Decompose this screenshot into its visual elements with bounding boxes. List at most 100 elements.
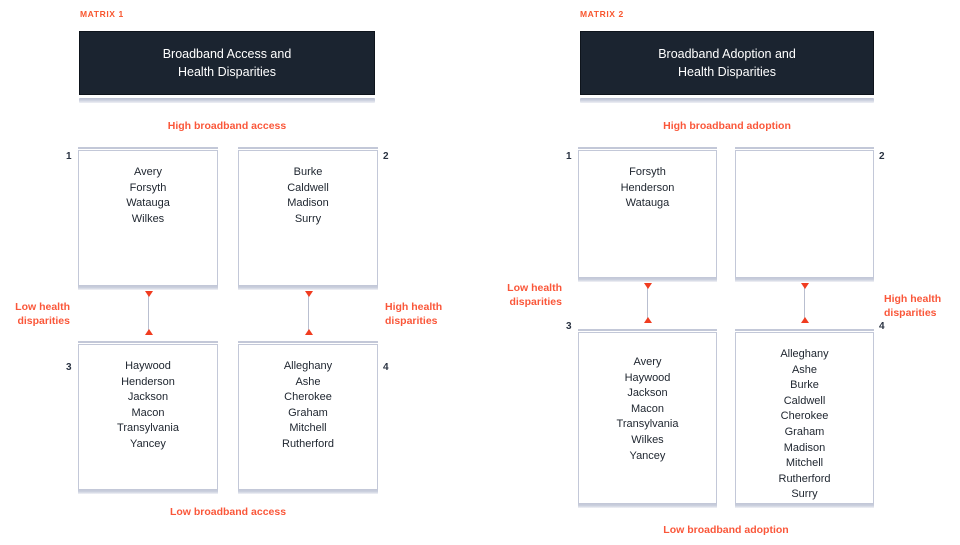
matrix-2-left-axis-line-1: Low health (507, 282, 562, 294)
matrix-1-quadrant-2-list: Burke Caldwell Madison Surry (287, 165, 329, 227)
list-item: Transylvania (117, 422, 179, 435)
matrix-1-quadrant-1[interactable]: Avery Forsyth Watauga Wilkes (78, 150, 218, 286)
list-item: Cherokee (780, 410, 829, 423)
matrix-2-right-axis-line-1: High health (884, 293, 942, 305)
matrix-1-quadrant-3-number: 3 (66, 362, 72, 373)
list-item: Jackson (627, 387, 668, 400)
matrix-2-quadrant-1-bottom-rule (578, 278, 717, 282)
matrix-1-right-axis-line-2: disparities (385, 315, 438, 328)
list-item: Cherokee (284, 391, 332, 404)
matrix-1-quadrant-3-bottom-rule (78, 490, 218, 494)
matrix-2-quadrant-4-number: 4 (879, 321, 885, 332)
matrix-1-quadrant-4-top-rule (238, 340, 378, 343)
matrix-1-left-axis-line-2: disparities (17, 315, 70, 328)
matrix-2-quadrant-2[interactable] (735, 150, 874, 278)
matrix-2-quadrant-1-list: Forsyth Henderson Watauga (621, 165, 675, 212)
matrix-1-quadrant-2[interactable]: Burke Caldwell Madison Surry (238, 150, 378, 286)
list-item: Mitchell (289, 422, 327, 435)
list-item: Avery (134, 166, 162, 178)
matrix-2-title-card: Broadband Adoption and Health Disparitie… (580, 31, 874, 95)
matrix-1-quadrant-1-top-rule (78, 146, 218, 149)
matrix-2-quadrant-2-bottom-rule (735, 278, 874, 282)
list-item: Surry (294, 212, 322, 225)
list-item: Graham (784, 426, 825, 439)
matrix-1-right-axis-line-1: High health (385, 301, 443, 313)
matrix-1-bottom-axis-label: Low broadband access (169, 506, 287, 518)
matrix-2-quadrant-1[interactable]: Forsyth Henderson Watauga (578, 150, 717, 278)
matrix-2-eyebrow: MATRIX 2 (580, 9, 624, 19)
list-item: Macon (630, 402, 664, 415)
matrix-1-quadrant-3-list: Haywood Henderson Jackson Macon Transylv… (117, 359, 179, 453)
matrix-2-quadrant-4-top-rule (735, 328, 874, 331)
list-item: Alleghany (780, 348, 829, 360)
matrix-1-eyebrow: MATRIX 1 (80, 9, 124, 19)
list-item: Haywood (125, 360, 171, 372)
matrix-2-connector-left (643, 283, 652, 323)
list-item: Ashe (791, 363, 818, 376)
matrix-1-quadrant-3[interactable]: Haywood Henderson Jackson Macon Transylv… (78, 344, 218, 490)
list-item: Transylvania (616, 418, 679, 431)
matrix-1-top-axis-label: High broadband access (167, 120, 287, 132)
matrix-2-title-line-1: Broadband Adoption and (658, 46, 796, 61)
matrix-1-quadrant-3-top-rule (78, 340, 218, 343)
list-item: Macon (131, 406, 165, 419)
matrix-1-quadrant-1-list: Avery Forsyth Watauga Wilkes (126, 165, 170, 227)
matrix-1-title-line-2: Health Disparities (178, 65, 276, 79)
matrix-2-connector-right (800, 283, 809, 323)
matrix-2-right-axis-label: High health disparities (884, 292, 960, 320)
matrix-2-quadrant-3-number: 3 (566, 321, 572, 332)
matrix-2-left-axis-label: Low health disparities (490, 281, 562, 309)
list-item: Mitchell (785, 457, 824, 470)
matrix-2-quadrant-2-number: 2 (879, 151, 885, 162)
list-item: Ashe (295, 375, 321, 388)
matrix-1-quadrant-4-bottom-rule (238, 490, 378, 494)
matrix-2-top-axis-label: High broadband adoption (663, 120, 791, 132)
matrix-1-quadrant-4-list: Alleghany Ashe Cherokee Graham Mitchell … (282, 359, 334, 453)
matrix-1-title-card: Broadband Access and Health Disparities (79, 31, 375, 95)
list-item: Madison (287, 197, 329, 210)
list-item: Wilkes (131, 212, 165, 225)
matrix-1-quadrant-2-bottom-rule (238, 286, 378, 290)
matrix-2-right-axis-line-2: disparities (884, 307, 937, 320)
list-item: Jackson (127, 391, 169, 404)
list-item: Haywood (624, 371, 671, 384)
list-item: Watauga (625, 197, 670, 210)
matrix-2-quadrant-3-bottom-rule (578, 504, 717, 508)
matrix-2-quadrant-2-top-rule (735, 146, 874, 149)
list-item: Rutherford (282, 438, 334, 451)
matrix-2-quadrant-3-list: Avery Haywood Jackson Macon Transylvania… (617, 347, 679, 464)
matrix-1-connector-left (144, 291, 153, 335)
list-item: Henderson (121, 375, 175, 388)
list-item: Caldwell (783, 394, 826, 407)
list-item: Avery (633, 356, 662, 368)
list-item: Madison (783, 441, 826, 454)
matrix-1-left-axis-line-1: Low health (15, 301, 70, 313)
matrix-1-title-line-1: Broadband Access and (162, 46, 292, 61)
matrix-2-quadrant-3-top-rule (578, 328, 717, 331)
matrix-2-quadrant-4-list: Alleghany Ashe Burke Caldwell Cherokee G… (779, 347, 831, 503)
matrix-2-quadrant-3[interactable]: Avery Haywood Jackson Macon Transylvania… (578, 332, 717, 504)
matrix-1-connector-right (304, 291, 313, 335)
matrix-2-left-axis-line-2: disparities (509, 296, 562, 309)
list-item: Yancey (130, 438, 166, 451)
list-item: Caldwell (287, 181, 329, 194)
matrix-1-quadrant-4[interactable]: Alleghany Ashe Cherokee Graham Mitchell … (238, 344, 378, 490)
list-item: Burke (790, 379, 819, 392)
matrix-1-quadrant-2-number: 2 (383, 151, 389, 162)
list-item: Forsyth (629, 166, 666, 178)
list-item: Burke (293, 166, 323, 178)
matrix-2-bottom-axis-label: Low broadband adoption (663, 524, 789, 536)
matrix-2-title-shadow (580, 98, 874, 103)
matrix-1-title-shadow (79, 98, 375, 103)
list-item: Surry (791, 488, 818, 501)
matrix-2-title-line-2: Health Disparities (678, 65, 776, 79)
list-item: Watauga (126, 197, 170, 210)
matrix-2-quadrant-4[interactable]: Alleghany Ashe Burke Caldwell Cherokee G… (735, 332, 874, 504)
matrix-1-quadrant-1-bottom-rule (78, 286, 218, 290)
matrix-2-quadrant-1-number: 1 (566, 151, 572, 162)
list-item: Alleghany (283, 360, 333, 372)
matrix-1-quadrant-1-number: 1 (66, 151, 72, 162)
matrix-1-quadrant-2-top-rule (238, 146, 378, 149)
matrix-1-right-axis-label: High health disparities (385, 300, 465, 328)
